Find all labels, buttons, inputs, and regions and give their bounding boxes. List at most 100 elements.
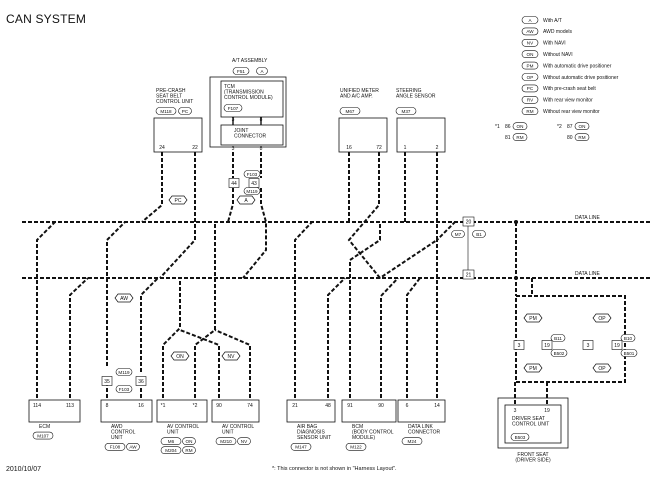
bottom-unit-name: UNIT [111,435,123,441]
driver-seat-pin: 19 [544,408,550,414]
seat-link-pin-right-text: 19 [614,343,620,349]
legend-text: With pre-crash seat belt [543,86,596,92]
driver-seat-name: CONTROL UNIT [512,422,549,428]
top-unit-pin: 24 [159,145,165,151]
av-nv-wire-l [214,329,251,398]
aw-option-badge [114,293,134,303]
awd-wire-l [140,277,159,398]
legend-footnote-code [512,133,528,141]
legend-code-pm [521,61,539,70]
pc-wire-h [141,152,163,223]
op-option-badge-lower-text: OP [598,366,606,372]
legend-text: Without rear view monitor [543,109,600,115]
legend-code-aw [521,27,539,36]
bottom-unit-pin: 74 [247,403,253,409]
bottom-unit-connector-text: F108 [110,445,121,450]
bottom-unit-connector-text: M6 [168,439,175,444]
at-assembly-connector [232,67,250,75]
bottom-unit-badge [182,446,196,455]
bottom-unit-pin: *1 [161,403,166,409]
seat-loop [515,295,626,383]
dlc-wire-h [406,277,421,398]
bottom-unit-connector [160,437,182,446]
legend-code-op-text: OP [527,75,534,80]
legend-footnote-code-text: RM [578,135,585,140]
legend-code-rv-text: RV [527,98,534,103]
driver-seat-pin: 3 [514,408,517,414]
seat-link-pin-right-text: 19 [544,343,550,349]
av-on-wire-l [194,222,216,398]
ecm-wire-h [36,221,56,398]
bottom-unit-pin: *2 [193,403,198,409]
legend-footnote-pin: 87 [567,124,573,130]
pm-option-badge-lower [523,363,543,373]
top-unit-connector [395,107,417,115]
bottom-unit-pin: 91 [347,403,353,409]
dlc-wire-l [436,221,456,398]
tcm-name: TCM [224,84,235,90]
tcm-name: (TRANSMISSION [224,90,264,96]
junction-connector-b1-text: B1 [476,232,482,237]
seat-link-sub-connector-text: B502 [554,351,565,356]
bottom-unit-name: DIAGNOSIS [297,430,325,436]
legend-footnote-mark: *1 [495,124,500,130]
driver-seat-caption: (DRIVER SIDE) [515,458,551,464]
top-unit-name: STEERING [396,88,422,94]
driver-seat-connector-text: B503 [515,435,526,440]
link-pin-right-text: 43 [251,181,257,187]
bottom-unit-name: UNIT [167,430,179,436]
bottom-unit-pin: 14 [434,403,440,409]
at-assembly-badge [256,67,268,75]
tcm-joint-link [232,117,262,125]
legend-text: With automatic drive positioner [543,63,612,69]
seat-link-connector [550,334,566,342]
top-unit-connector-text: M67 [346,109,355,114]
bottom-unit-name: MODULE) [352,435,375,441]
driver-seat-connector [510,433,530,441]
bottom-unit-connector [290,442,312,451]
legend-code-rm-text: RM [526,109,533,114]
bottom-unit-connector [160,446,182,455]
aw-link-pin-right-text: 36 [138,379,144,385]
legend-code-pm-text: PM [527,63,534,68]
legend-footnote-pin: 81 [505,135,511,141]
bottom-unit-pin: 8 [106,403,109,409]
top-unit-connector [339,107,361,115]
legend-footnote-pin: 80 [567,135,573,141]
nv-option-badge [221,351,241,361]
legend-footnote-code [574,122,590,130]
seat-link-pin-left [513,340,525,350]
seat-link-connector-text: B10 [624,336,633,341]
top-unit-pin: 72 [376,145,382,151]
op-option-badge-lower [592,363,612,373]
pm-option-badge-lower-text: PM [529,366,537,372]
bottom-unit-connector-text: M107 [37,433,49,438]
page-title: CAN SYSTEM [6,12,87,26]
seat-link-pin-right [611,340,623,350]
link-pin-left-text: 44 [231,181,237,187]
legend-code-pc-text: PC [527,86,534,91]
on-option-badge-text: ON [176,354,184,360]
joint-connector-name: JOINT [234,128,248,134]
legend-code-on [521,50,539,59]
bottom-unit-badge [237,437,251,446]
legend-text: Without automatic drive positioner [543,75,619,81]
legend-text: With NAVI [543,41,566,47]
at-assembly-badge-text: A [260,69,264,74]
bottom-unit-box [28,399,81,423]
footer-date: 2010/10/07 [6,466,42,473]
legend-footnote-code [574,133,590,141]
top-unit-pin: 16 [346,145,352,151]
legend-footnote-code [512,122,528,130]
aw-link-pin-left [101,376,113,386]
legend-code-rm [521,107,539,115]
tcm-connector [223,104,243,112]
pm-option-badge-upper-text: PM [529,316,537,322]
top-unit-connector-text: M118 [160,109,172,114]
top-unit-pin: 22 [192,145,198,151]
at-wire-l [242,152,267,279]
meter-wire-l [347,152,381,279]
joint-pin: 3 [232,146,235,152]
at-option-badge [236,195,256,205]
legend-text: With rear view monitor [543,98,593,104]
